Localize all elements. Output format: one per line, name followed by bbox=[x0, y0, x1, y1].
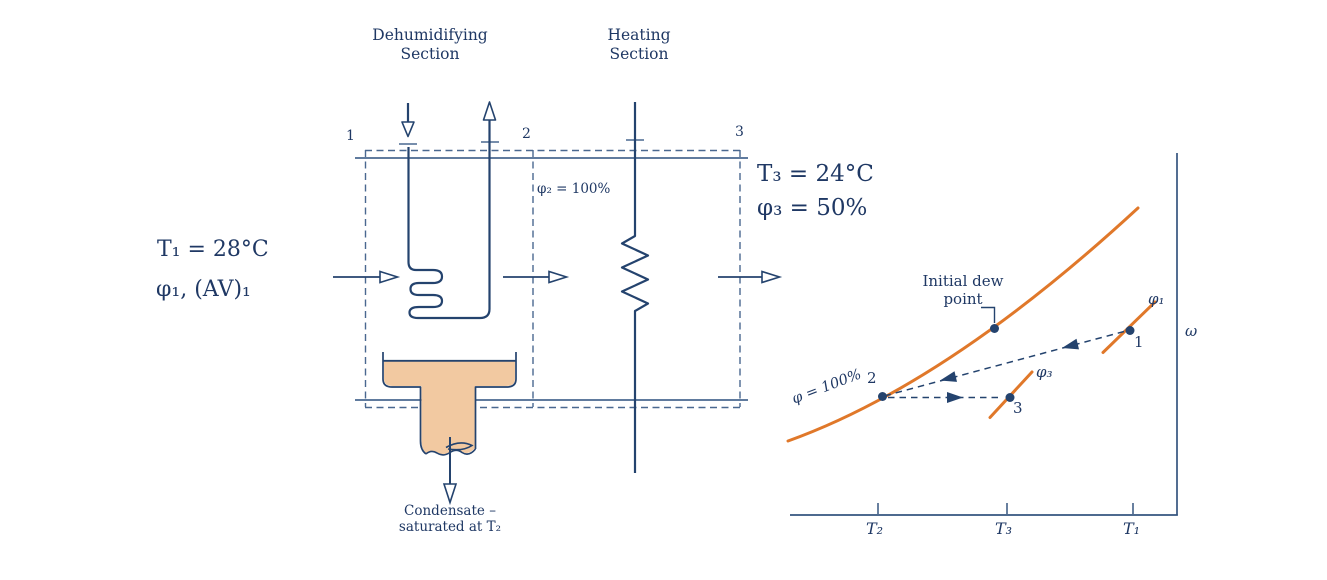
constant-phi-curves bbox=[786, 206, 1157, 443]
chart-axes bbox=[790, 153, 1178, 516]
saturation-curve bbox=[786, 206, 1140, 443]
condensate-pan-outline bbox=[382, 352, 517, 455]
state-3-dot bbox=[1005, 393, 1015, 402]
state-2-dot bbox=[878, 392, 887, 401]
cooling-water-out-arrowhead bbox=[482, 101, 497, 121]
condensate-drain-arrowhead bbox=[442, 483, 458, 506]
process-path bbox=[885, 330, 1125, 399]
omega-axis-label: ω bbox=[1185, 322, 1198, 340]
phi1-curve-label: φ₁ bbox=[1148, 290, 1165, 308]
phi3-curve-label: φ₃ bbox=[1036, 363, 1053, 381]
cooling-water-in-arrowhead bbox=[401, 121, 415, 138]
cooling-coil bbox=[401, 101, 497, 320]
inlet-temperature-label: T₁ = 28°C bbox=[157, 237, 269, 262]
state-point-dots bbox=[878, 324, 1135, 402]
outlet-humidity-label: φ₃ = 50% bbox=[757, 195, 868, 221]
dehumidifying-section-label: Dehumidifying Section bbox=[372, 26, 488, 63]
coil-serpentine bbox=[407, 120, 491, 320]
airflow-arrows bbox=[333, 270, 783, 284]
x-tick-label-t2: T₂ bbox=[866, 519, 884, 538]
initial-dew-point-label: Initial dew point bbox=[922, 272, 1004, 309]
condensate-fill bbox=[384, 360, 515, 455]
outlet-temperature-label: T₃ = 24°C bbox=[757, 161, 874, 187]
chart-state-2-number: 2 bbox=[867, 369, 877, 387]
dew-point-callout-line bbox=[981, 306, 996, 323]
duct-state-2-number: 2 bbox=[522, 126, 531, 142]
condensate-note: Condensate – saturated at T₂ bbox=[398, 503, 502, 536]
heating-section-label: Heating Section bbox=[607, 26, 671, 63]
state-1-dot bbox=[1125, 326, 1135, 335]
process-1-to-2 bbox=[885, 330, 1125, 397]
dew-point-dot bbox=[990, 324, 999, 333]
psychrometric-chart bbox=[786, 153, 1178, 516]
chart-state-1-number: 1 bbox=[1134, 333, 1144, 351]
heating-element bbox=[620, 102, 650, 473]
duct-state-3-number: 3 bbox=[735, 124, 744, 140]
x-tick-label-t3: T₃ bbox=[995, 519, 1013, 538]
phi2-label: φ₂ = 100% bbox=[537, 181, 611, 197]
x-tick-label-t1: T₁ bbox=[1123, 519, 1141, 538]
inlet-properties-label: φ₁, (AV)₁ bbox=[156, 277, 251, 302]
duct-state-1-number: 1 bbox=[346, 128, 355, 144]
chart-state-3-number: 3 bbox=[1013, 399, 1023, 417]
process-arrowheads bbox=[940, 338, 1079, 403]
condensate-pan bbox=[382, 352, 517, 506]
